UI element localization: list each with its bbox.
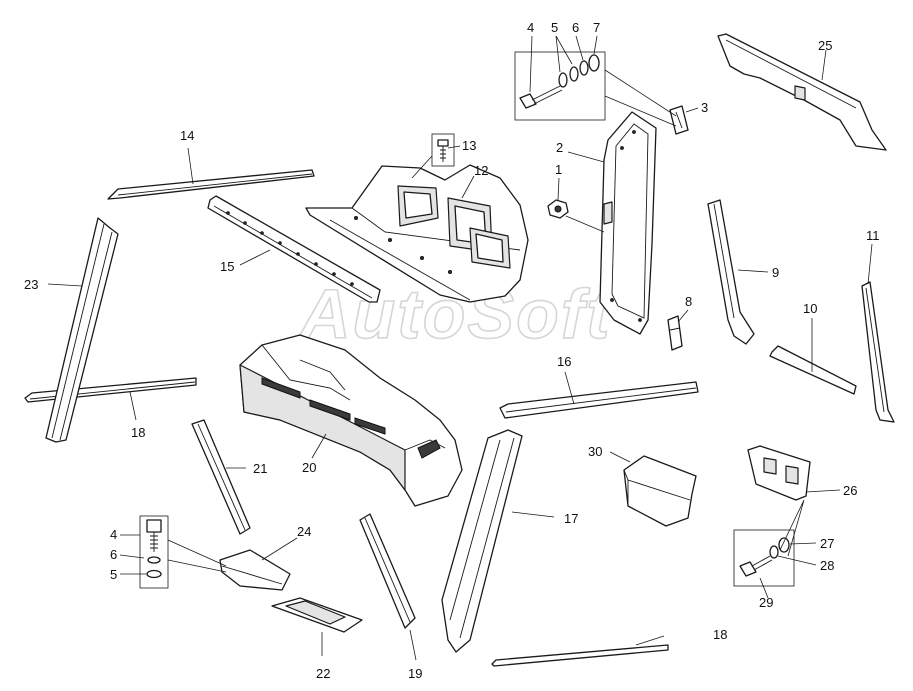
part-18-strip-left[interactable] [24, 377, 197, 403]
part-26-bracket[interactable] [747, 445, 811, 501]
callout-26: 26 [843, 483, 857, 498]
callout-14: 14 [180, 128, 194, 143]
part-15-strip[interactable] [207, 195, 381, 303]
callout-4-top: 4 [527, 20, 534, 35]
callout-29: 29 [759, 595, 773, 610]
callout-17: 17 [564, 511, 578, 526]
callout-10: 10 [803, 301, 817, 316]
callout-labels: 14 15 12 13 23 18 21 20 24 22 19 17 16 1… [24, 20, 880, 681]
callout-6-left: 6 [110, 547, 117, 562]
callout-16: 16 [557, 354, 571, 369]
callout-8: 8 [685, 294, 692, 309]
callout-13: 13 [462, 138, 476, 153]
callout-5-left: 5 [110, 567, 117, 582]
leader-lines [47, 35, 873, 661]
part-13-screw[interactable] [431, 133, 455, 167]
callout-18-left: 18 [131, 425, 145, 440]
part-14-strip[interactable] [107, 169, 315, 200]
callout-24: 24 [297, 524, 311, 539]
part-18-strip-bottom[interactable] [491, 644, 669, 667]
part-17-pillar[interactable] [441, 429, 523, 653]
callout-9: 9 [772, 265, 779, 280]
fastener-group-top[interactable] [514, 51, 606, 121]
callout-11: 11 [866, 228, 880, 243]
part-20-dashboard[interactable] [239, 334, 463, 507]
callout-15: 15 [220, 259, 234, 274]
callout-19: 19 [408, 666, 422, 681]
part-21-trim[interactable] [191, 419, 251, 535]
callout-2: 2 [556, 140, 563, 155]
part-12-frame[interactable] [305, 164, 529, 303]
callout-1: 1 [555, 162, 562, 177]
callout-12: 12 [474, 163, 488, 178]
part-30-tray[interactable] [623, 455, 697, 527]
fastener-group-right[interactable] [733, 529, 795, 587]
part-25-channel[interactable] [717, 33, 887, 151]
part-19-trim[interactable] [359, 513, 416, 629]
callout-23: 23 [24, 277, 38, 292]
fastener-group-left[interactable] [139, 515, 169, 589]
part-23-pillar[interactable] [45, 217, 119, 443]
callout-3: 3 [701, 100, 708, 115]
part-2-door-panel[interactable] [599, 111, 657, 335]
callout-25: 25 [818, 38, 832, 53]
callout-20: 20 [302, 460, 316, 475]
part-3-clip[interactable] [669, 105, 689, 135]
callout-30: 30 [588, 444, 602, 459]
part-24-bracket[interactable] [219, 549, 291, 591]
callout-18-bottom: 18 [713, 627, 727, 642]
part-16-strip[interactable] [499, 381, 699, 419]
callout-5-top: 5 [551, 20, 558, 35]
part-11-post[interactable] [861, 281, 895, 423]
callout-6-top: 6 [572, 20, 579, 35]
part-1-nut[interactable] [547, 199, 569, 219]
part-22-plate[interactable] [271, 597, 363, 633]
callout-27: 27 [820, 536, 834, 551]
callout-28: 28 [820, 558, 834, 573]
callout-21: 21 [253, 461, 267, 476]
callout-7: 7 [593, 20, 600, 35]
callout-22: 22 [316, 666, 330, 681]
part-9-pillar[interactable] [707, 199, 755, 345]
part-8-bracket[interactable] [667, 315, 683, 351]
part-10-strip[interactable] [769, 345, 857, 395]
callout-4-left: 4 [110, 527, 117, 542]
